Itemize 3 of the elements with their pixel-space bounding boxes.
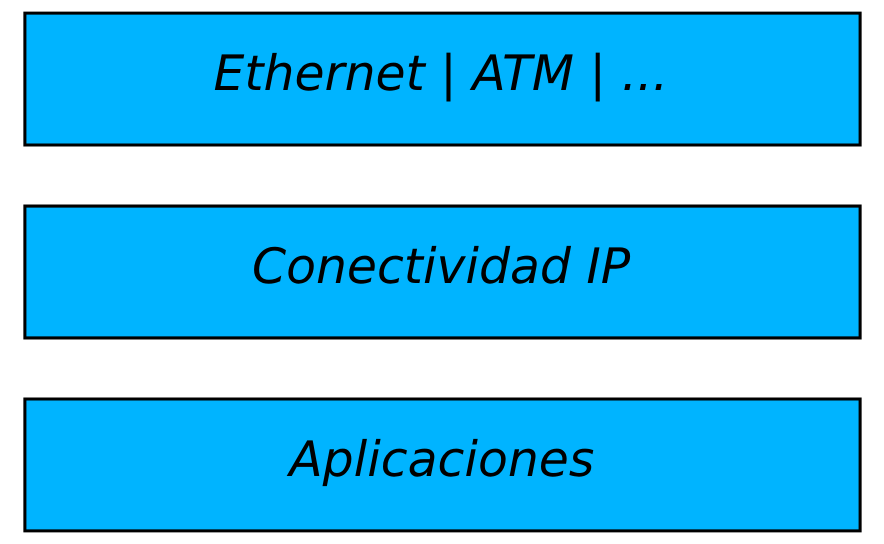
node-box: Aplicaciones [22, 397, 862, 532]
node-box: Ethernet | ATM | ... [22, 12, 862, 147]
node-box: Conectividad IP [22, 204, 862, 340]
